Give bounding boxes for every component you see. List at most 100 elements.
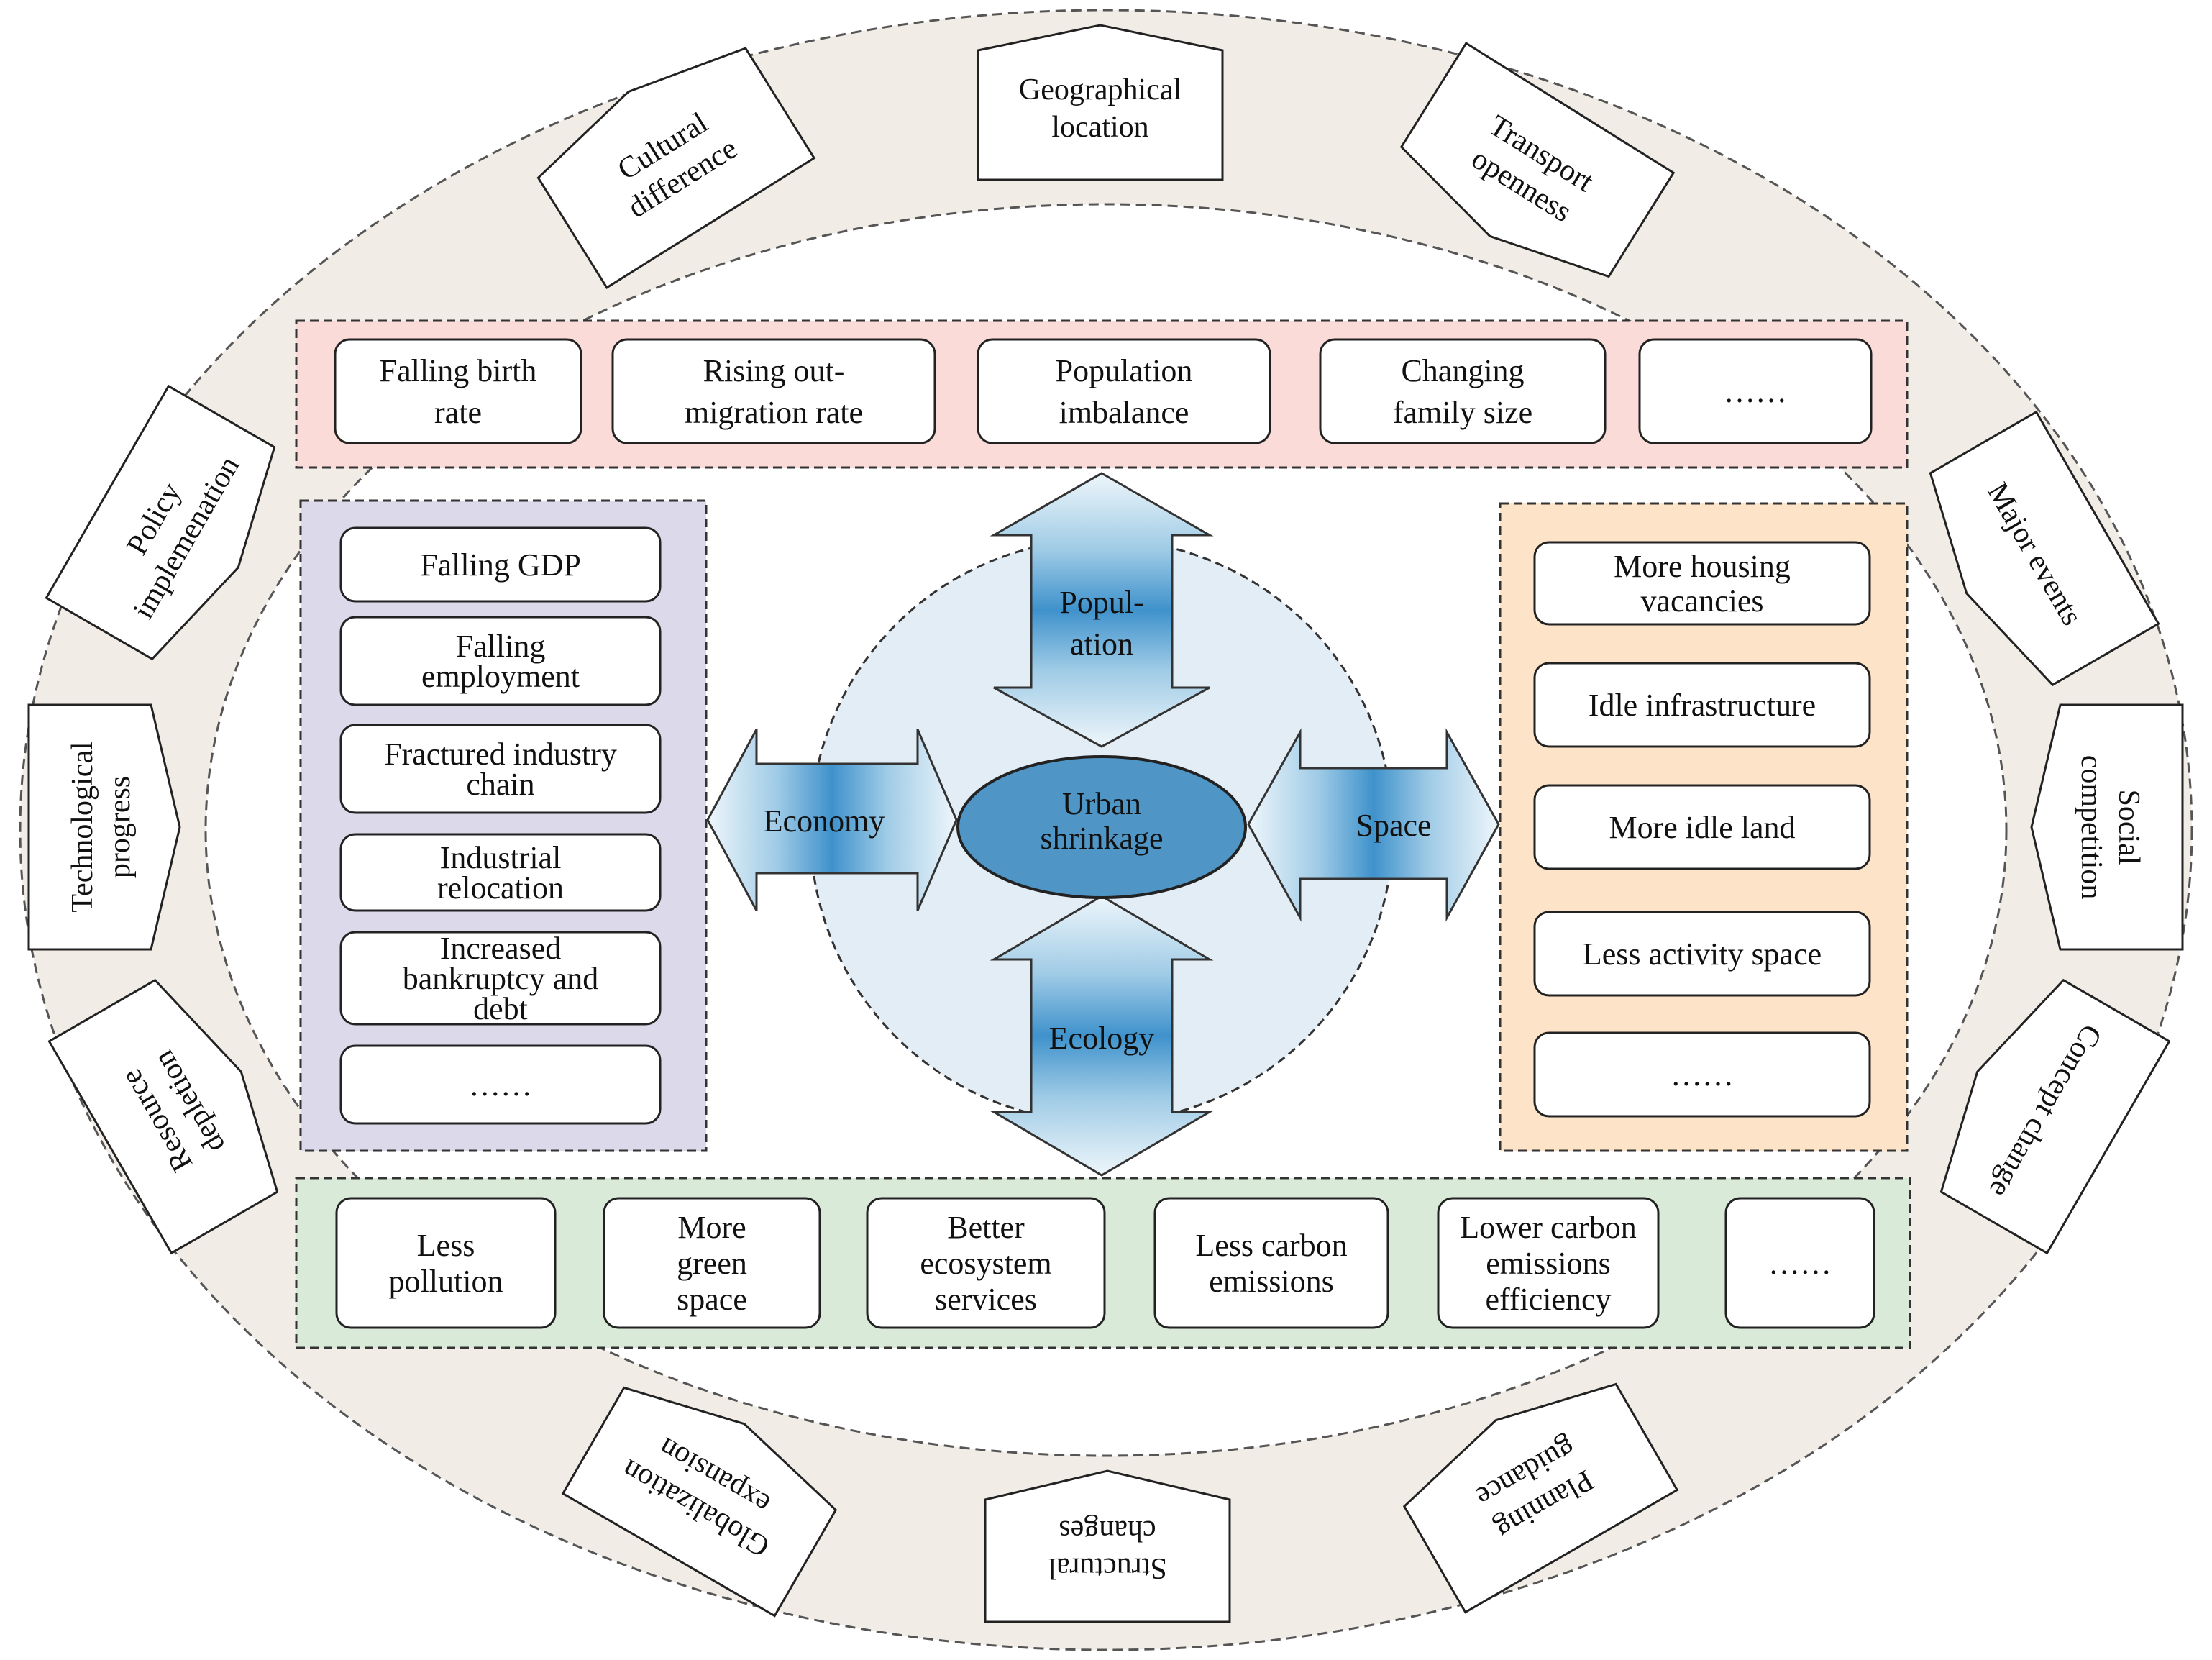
economy-arrow: Economy: [706, 729, 958, 911]
population-item-label: Rising out-: [703, 353, 845, 388]
economy-item-label: Increased: [440, 931, 562, 966]
economy-item-label: bankruptcy and: [403, 961, 598, 996]
factor-card-shape: [536, 47, 816, 289]
economy-item-box: [339, 931, 662, 1026]
population-item-box: [977, 338, 1271, 444]
space-item-label: Less activity space: [1583, 936, 1822, 972]
factor-label: Technological: [66, 742, 99, 912]
factor-card-shape: [1939, 978, 2171, 1255]
population-item-label: imbalance: [1059, 395, 1189, 430]
space-item-box: [1533, 1031, 1871, 1118]
space-arrow: Space: [1247, 728, 1500, 922]
factor-card-shape: [977, 24, 1224, 181]
space-item-box: [1533, 784, 1871, 870]
economy-arrow-label: Economy: [764, 803, 885, 839]
population-double-arrow: [990, 472, 1214, 748]
ecology-item-label: ……: [1768, 1246, 1832, 1281]
space-item-label: vacancies: [1641, 583, 1764, 619]
population-item-box: [611, 338, 936, 444]
economy-item-label: ……: [469, 1067, 532, 1103]
space-item-box: [1533, 662, 1871, 748]
ecology-item-label: services: [935, 1282, 1037, 1317]
factor-card-shape: [1399, 42, 1676, 278]
ecology-item-box: [603, 1197, 821, 1329]
population-arrow: Popul- ation: [990, 472, 1214, 748]
factor-card: Concept change: [1939, 978, 2171, 1255]
space-item: Less activity space: [1533, 911, 1871, 997]
ecology-item-label: space: [677, 1282, 747, 1317]
ecology-item-label: Less carbon: [1195, 1228, 1347, 1263]
space-item: Idle infrastructure: [1533, 662, 1871, 748]
ecology-arrow-label: Ecology: [1049, 1021, 1155, 1056]
economy-item-label: Falling: [456, 629, 546, 664]
space-item: ……: [1533, 1031, 1871, 1118]
ecology-item-box: [1153, 1197, 1389, 1329]
economy-panel-bg: [299, 499, 708, 1152]
economy-item-label: relocation: [437, 870, 564, 906]
space-item-label: ……: [1671, 1057, 1734, 1093]
economy-item-box: [339, 526, 662, 603]
population-item-label: ……: [1724, 374, 1787, 409]
factor-label: competition: [2075, 755, 2108, 900]
factor-card-shape: [1929, 410, 2160, 687]
population-arrow-label-line2: ation: [1070, 626, 1133, 662]
ecology-item-box: [335, 1197, 557, 1329]
center-label-line1: Urban: [1062, 786, 1141, 821]
space-item-label: Idle infrastructure: [1589, 688, 1816, 723]
space-double-arrow: [1247, 728, 1500, 922]
ecology-item-label: More: [677, 1210, 746, 1245]
factor-card-shape: [2030, 703, 2184, 951]
ecology-item-label: Lower carbon: [1460, 1210, 1637, 1245]
space-item-box: [1533, 911, 1871, 997]
urban-shrinkage-center: Urban shrinkage: [956, 755, 1247, 899]
factor-card-shape: [45, 384, 276, 661]
economy-item-box: [339, 833, 662, 912]
economy-item-box: [339, 1044, 662, 1125]
economy-item-label: debt: [473, 991, 528, 1026]
ecology-arrow: Ecology: [990, 895, 1214, 1177]
space-item: More idle land: [1533, 784, 1871, 870]
ecology-item-label: emissions: [1209, 1264, 1334, 1299]
ecology-item-box: [1724, 1197, 1875, 1329]
ecology-item-label: green: [677, 1246, 747, 1281]
ecology-panel: LesspollutionMoregreenspaceBetterecosyst…: [295, 1177, 1911, 1349]
factor-label: progress: [104, 776, 137, 878]
factor-card-shape: [47, 978, 279, 1255]
economy-item-label: employment: [421, 659, 580, 694]
ecology-item-box: [1437, 1197, 1660, 1329]
population-item-label: family size: [1393, 395, 1532, 430]
economy-item-label: chain: [466, 767, 534, 802]
factor-card-shape: [27, 703, 181, 951]
economy-double-arrow: [706, 729, 958, 911]
population-item: Rising out-migration rate: [611, 338, 936, 444]
economy-item-label: Industrial: [440, 840, 562, 875]
factor-card-shape: [984, 1469, 1231, 1623]
economy-item-label: Falling GDP: [420, 547, 581, 583]
space-item-label: More housing: [1614, 549, 1791, 584]
ecology-double-arrow: [990, 895, 1214, 1177]
ecology-item: ……: [1724, 1197, 1875, 1329]
ecology-item-label: ecosystem: [920, 1246, 1051, 1281]
ecology-item-label: emissions: [1486, 1246, 1611, 1281]
economy-item-label: Fractured industry: [384, 736, 617, 772]
